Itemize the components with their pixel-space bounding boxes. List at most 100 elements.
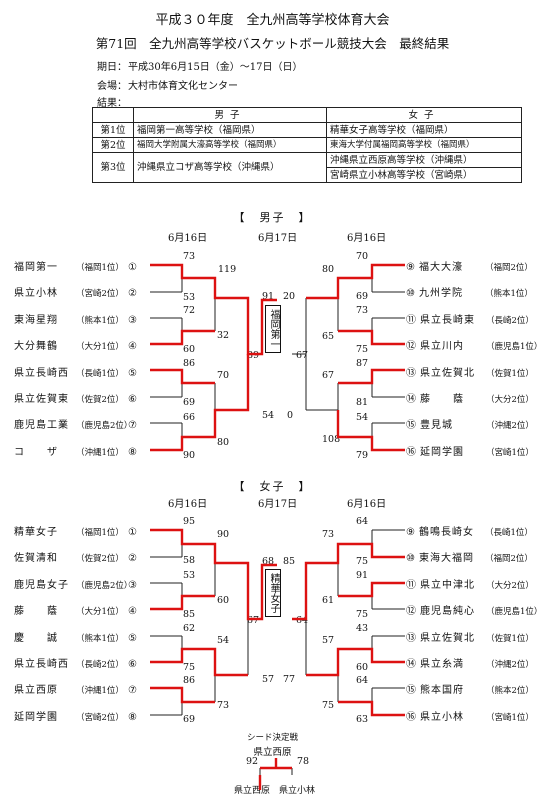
female-left-team-row: 鹿児島女子 （鹿児島2位）③ [14,576,138,591]
team-name: 県立長崎西 [14,659,69,670]
female-left-team-row: 藤 蔭（大分1位）④ [14,602,138,617]
score-label: 53 [183,570,196,581]
team-prefecture: （鹿児島1位） [486,342,543,353]
team-name: 県立佐賀北 [420,367,475,379]
team-name: 鶴鳴長崎女 [418,527,474,538]
score-label: 75 [356,344,369,355]
female-left-team-row: 県立長崎西（長崎2位）⑥ [14,655,138,670]
team-seed-number: ⑫ [406,606,417,618]
result-label: 結果： [97,98,127,109]
score-label: 64 [356,675,369,686]
team-prefecture: （鹿児島2位） [76,421,133,432]
male-left-team-row: 東海星翔（熊本1位）③ [14,311,138,326]
team-name: 豊見城 [420,420,453,432]
score-label: 89 [247,350,260,361]
team-prefecture: （福岡1位） [76,528,124,538]
team-name: 東海大福岡 [418,553,474,565]
team-seed-number: ⑨ [406,262,416,273]
score-label: 58 [183,555,196,566]
score-label: 73 [322,529,335,540]
team-name: 藤 蔭 [420,394,464,405]
male-left-team-row: 福岡第一（福岡1位）① [14,258,138,273]
score-label: 80 [322,264,335,275]
score-label: 57 [322,635,335,646]
score-label: 73 [217,700,230,711]
team-name: 鹿児島純心 [420,606,475,618]
team-prefecture: （沖縄1位） [76,447,124,458]
male-day-center: 6月17日 [258,233,298,244]
team-seed-number: ⑤ [128,367,138,379]
team-seed-number: ⑧ [128,711,138,723]
team-prefecture: （鹿児島2位） [76,580,133,591]
score-label: 108 [322,434,341,445]
male-left-team-row: 県立佐賀東（佐賀2位）⑥ [14,390,138,405]
female-left-team-row: 延岡学園（宮崎2位）⑧ [14,708,138,723]
team-prefecture: （福岡2位） [484,263,533,273]
team-name: 県立佐賀北 [420,632,475,644]
score-label: 66 [183,412,196,423]
team-name: 藤 蔭 [14,606,58,618]
score-label: 64 [296,615,309,626]
score-label: 85 [183,609,196,620]
male-section-label: 【 男子 】 [233,211,312,224]
team-name: 県立佐賀東 [14,394,69,405]
team-seed-number: ⑬ [406,632,417,644]
male-day-right: 6月16日 [347,233,387,244]
team-prefecture: （沖縄1位） [76,686,124,697]
score-label: 54 [356,412,369,423]
team-seed-number: ⑪ [406,314,417,326]
team-seed-number: ⑪ [406,579,417,591]
team-name: 県立長崎西 [14,367,69,379]
team-prefecture: （熊本1位） [484,289,533,300]
score-label: 91 [356,570,369,581]
score-label: 75 [183,662,196,673]
team-name: 県立小林 [420,711,464,723]
score-label: 68 [262,556,275,567]
male-day-left: 6月16日 [168,233,208,244]
team-prefecture: （大分2位） [486,580,534,591]
team-prefecture: （佐賀2位） [76,395,124,405]
team-name: 福大大濠 [418,262,463,273]
team-prefecture: （長崎1位） [484,528,533,538]
team-name: 鹿児島女子 [14,579,69,591]
score-label: 80 [217,437,230,448]
score-label: 75 [356,556,369,567]
team-name: 県立小林 [14,288,58,300]
team-name: 県立中津北 [420,579,475,591]
team-prefecture: （大分2位） [486,395,534,405]
team-seed-number: ⑤ [128,632,138,644]
female-result-cell: 宮崎県立小林高等学校（宮崎県） [326,167,522,183]
team-prefecture: （佐賀1位） [486,368,534,379]
score-label: 32 [217,330,230,341]
team-seed-number: ⑫ [406,341,417,353]
female-champion-box: 精華女子 [265,569,281,617]
male-result-cell: 沖縄県立コザ高等学校（沖縄県） [133,152,327,183]
seed-winner: 県立西原 [253,747,292,758]
team-name: 東海星翔 [14,314,58,326]
team-name: 九州学院 [418,288,463,300]
score-label: 73 [183,251,196,262]
score-label: 72 [183,305,196,316]
team-prefecture: （長崎1位） [76,368,124,379]
score-label: 63 [356,714,369,725]
team-prefecture: （長崎2位） [76,660,124,670]
score-label: 69 [183,397,196,408]
team-seed-number: ① [128,527,138,538]
team-seed-number: ⑩ [406,553,416,565]
team-name: 県立糸満 [420,659,464,670]
seed-score-right: 78 [297,756,310,767]
page-subtitle: 第71回 全九州高等学校バスケットボール競技大会 最終結果 [95,36,450,51]
team-seed-number: ⑮ [406,420,417,432]
results-header-row: 男子 女子 [92,107,522,123]
team-seed-number: ① [128,262,138,273]
team-seed-number: ③ [128,579,138,591]
male-left-team-row: 鹿児島工業（鹿児島2位）⑦ [14,416,138,431]
